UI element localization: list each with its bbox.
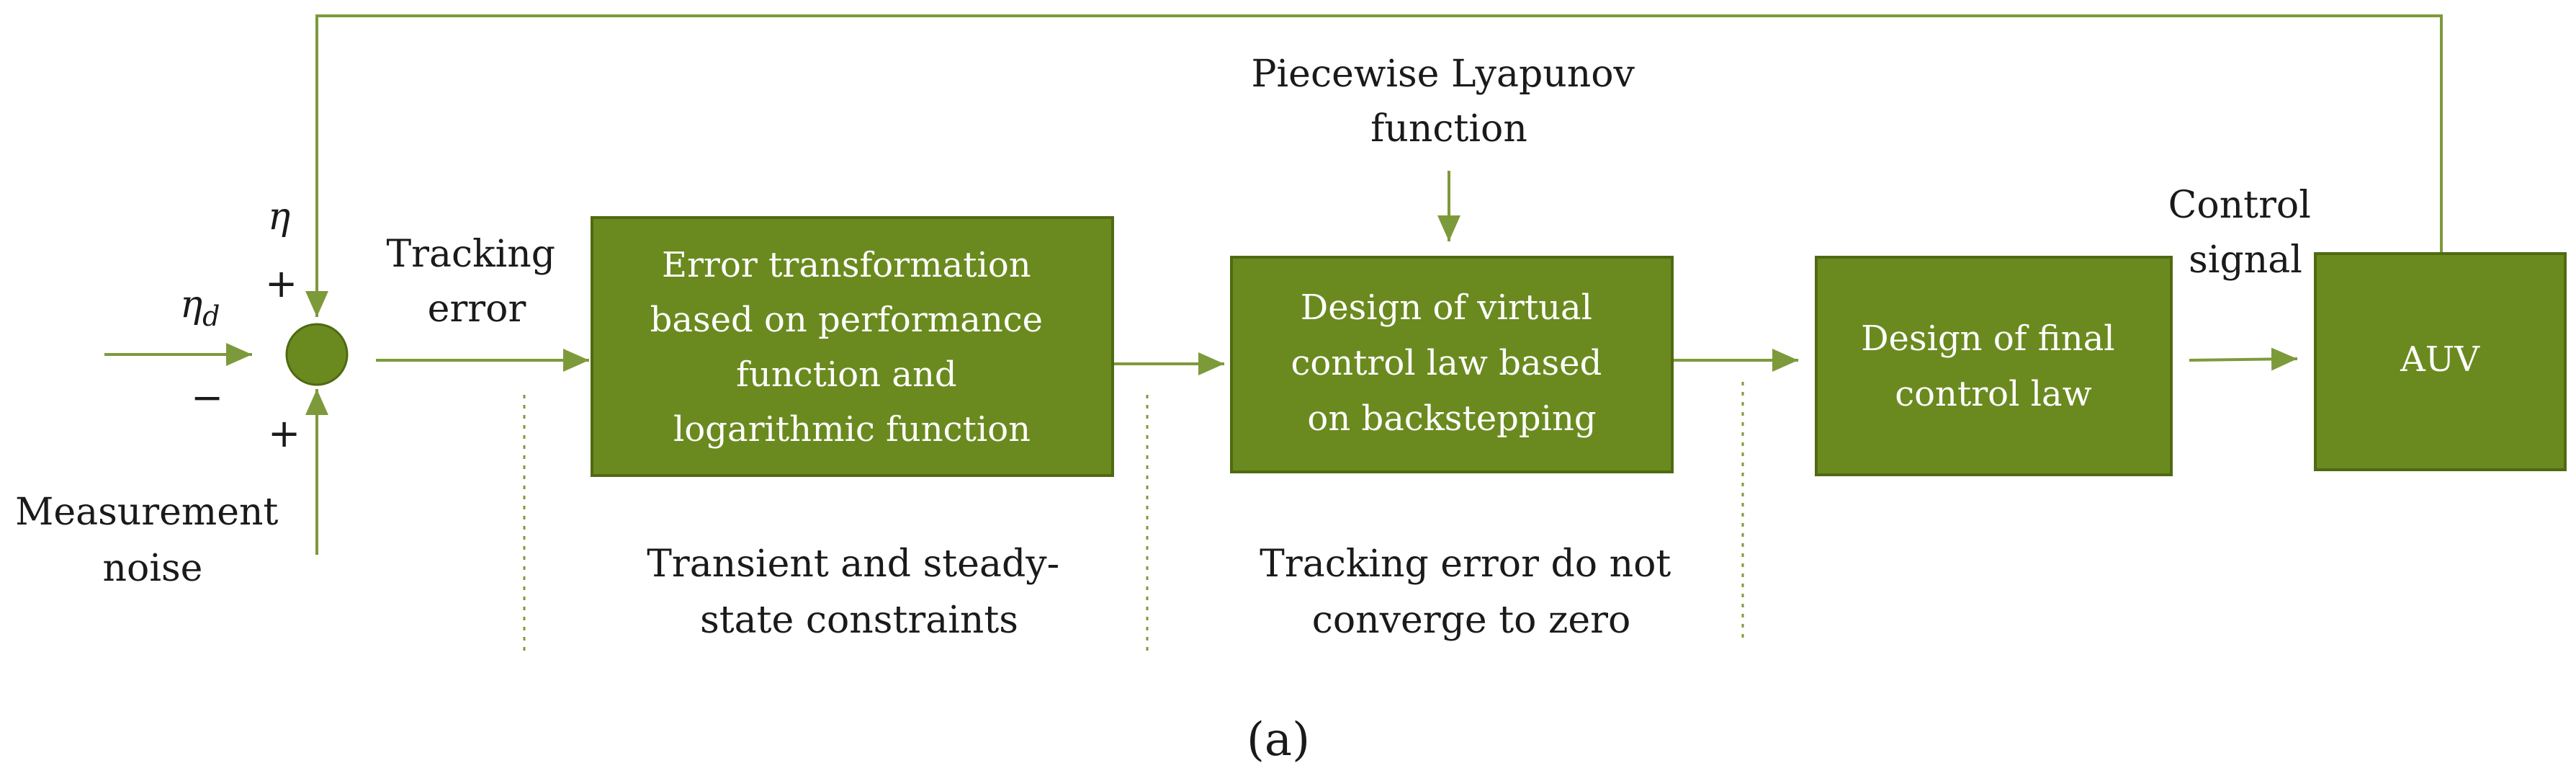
virtual-control-line: Design of virtual (1301, 287, 1592, 328)
error-transformation-line: based on performance (650, 300, 1043, 340)
final-control-line: Design of final (1861, 318, 2115, 359)
feedback-loop-line (305, 14, 2443, 317)
error-transformation-block (591, 216, 1114, 477)
measurement-noise-line: noise (103, 547, 203, 590)
reference-subscript: d (202, 300, 220, 332)
control-signal-line: Control (2168, 184, 2311, 227)
error-transformation-line: function and (736, 354, 956, 395)
error-transformation-line: Error transformation (662, 245, 1031, 285)
virtual-control-line: on backstepping (1307, 398, 1596, 439)
control-signal-arrow (2189, 347, 2298, 371)
tracking-error-label: Tracking error (386, 233, 567, 331)
constraints-note: Transient and steady- state constraints (647, 543, 1071, 642)
control-signal-label: Control signal (2168, 184, 2323, 282)
reference-symbol: ηd (180, 283, 220, 332)
reference-symbol-main: η (180, 283, 202, 326)
lyapunov-line: Piecewise Lyapunov (1252, 53, 1635, 96)
plus-sign-top: + (265, 261, 297, 306)
tracking-error-line: error (428, 287, 526, 331)
error-transformation-line: logarithmic function (673, 409, 1031, 450)
lyapunov-label: Piecewise Lyapunov function (1252, 53, 1647, 151)
lyapunov-line: function (1370, 107, 1527, 151)
auv-text: AUV (2400, 339, 2480, 380)
measurement-noise-line: Measurement (15, 491, 278, 534)
figure-caption: (a) (1247, 713, 1310, 767)
constraints-note-line: Transient and steady- (647, 543, 1059, 586)
minus-sign: − (191, 375, 223, 420)
convergence-note-line: converge to zero (1312, 599, 1631, 642)
plus-sign-bottom: + (268, 411, 300, 456)
control-signal-line: signal (2189, 238, 2302, 282)
auv-block (2314, 252, 2567, 471)
convergence-note: Tracking error do not converge to zero (1260, 543, 1683, 642)
constraints-note-line: state constraints (700, 599, 1018, 642)
virtual-control-text: Design of virtual control law based on b… (1291, 287, 1612, 439)
summing-junction (285, 323, 349, 386)
final-control-text: Design of final control law (1861, 318, 2126, 414)
measurement-noise-label: Measurement noise (15, 491, 290, 590)
virtual-control-block (1230, 256, 1674, 473)
convergence-note-line: Tracking error do not (1260, 543, 1671, 586)
feedback-symbol: η (268, 195, 290, 238)
final-control-block (1815, 256, 2173, 476)
final-control-line: control law (1895, 374, 2092, 414)
tracking-error-line: Tracking (386, 233, 555, 276)
error-transformation-text: Error transformation based on performanc… (650, 245, 1054, 450)
virtual-control-line: control law based (1291, 343, 1602, 383)
